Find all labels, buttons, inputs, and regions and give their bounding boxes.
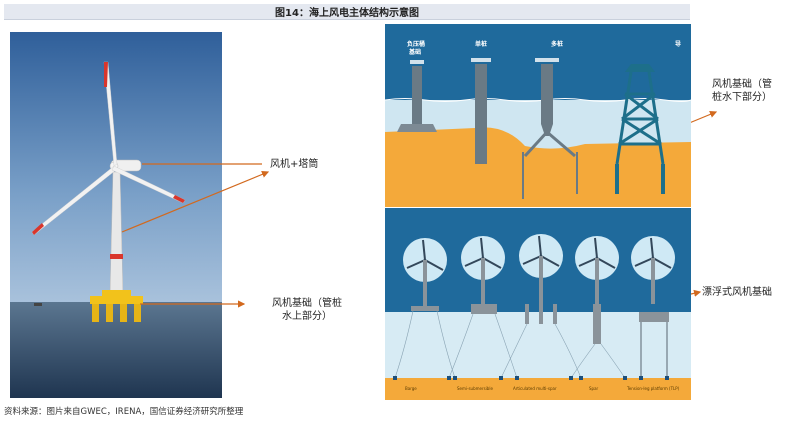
floating-foundation-diagram: Barge Semi-submersible Articulated multi… [385, 208, 691, 400]
floating-turbine-3 [519, 234, 563, 324]
floating-type-barge: Barge [405, 386, 417, 391]
floating-turbine-5 [631, 236, 675, 378]
figure-title-bar: 图14：海上风电主体结构示意图 [4, 4, 690, 20]
callout-turbine-tower-text: 风机+塔筒 [270, 159, 319, 170]
callout-floating: 漂浮式风机基础 [702, 286, 772, 299]
figure-title: 图14：海上风电主体结构示意图 [275, 8, 419, 19]
callout-foundation-above: 风机基础（管桩 水上部分） [252, 297, 362, 323]
callout-foundation-below: 风机基础（管 桩水下部分） [712, 78, 798, 104]
source-note: 资料来源：图片来自GWEC，IRENA，国信证券经济研究所整理 [4, 407, 244, 417]
floating-type-spar: Spar [589, 386, 599, 391]
floating-type-semi-submersible: Semi-submersible [457, 386, 493, 391]
callout-turbine-tower: 风机+塔筒 [270, 158, 318, 171]
label-multipile: 多桩 [551, 40, 563, 48]
label-suction-bucket-2: 基础 [408, 48, 421, 56]
fixed-foundation-diagram: 负压桶 基础 单桩 多桩 导 [385, 24, 691, 207]
label-monopile: 单桩 [475, 40, 487, 48]
callout-floating-text: 漂浮式风机基础 [702, 287, 772, 298]
callout-foundation-above-line2: 水上部分） [282, 311, 332, 322]
callout-foundation-below-line2: 桩水下部分） [712, 92, 772, 103]
turbine-photo [10, 32, 222, 398]
callout-foundation-above-line1: 风机基础（管桩 [272, 298, 342, 309]
floating-turbine-4 [575, 236, 619, 344]
floating-type-tlp: Tension-leg platform (TLP) [626, 386, 680, 391]
label-suction-bucket: 负压桶 [407, 40, 425, 48]
floating-type-articulated-multi-spar: Articulated multi-spar [513, 386, 557, 391]
callout-foundation-below-line1: 风机基础（管 [712, 79, 772, 90]
arrow-turbine-2 [121, 170, 270, 233]
floating-turbine-2 [461, 236, 505, 314]
label-jacket: 导 [675, 40, 681, 48]
floating-turbine-1 [403, 238, 447, 311]
